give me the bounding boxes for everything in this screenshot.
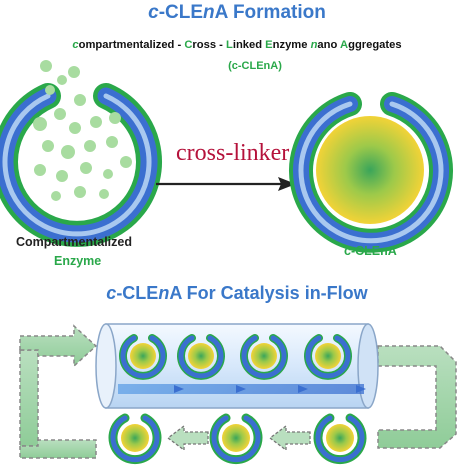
bottom-title-prefix: c — [106, 283, 117, 303]
subtitle-word-6: ggregates — [348, 39, 402, 51]
top-title-italic: n — [203, 2, 215, 23]
subtitle-word-3: inked — [232, 39, 266, 51]
crosslinker-label: cross-linker — [176, 140, 290, 166]
subtitle-letter-L: L — [226, 39, 233, 51]
bottom-title: c-CLEnA For Catalysis in-Flow — [0, 283, 474, 304]
top-title-suffix: A Formation — [214, 2, 326, 23]
return-arrow-2 — [268, 424, 311, 452]
tube-capsule-3 — [240, 334, 288, 380]
bottom-title-italic: n — [158, 283, 170, 303]
subtitle-word-4: nzyme — [272, 39, 311, 51]
return-flow-arrows — [19, 324, 457, 459]
tube-capsule-4 — [304, 334, 352, 380]
return-capsule-1 — [108, 413, 162, 465]
subtitle-letter-E: E — [265, 39, 273, 51]
compartment-left — [0, 83, 162, 247]
subtitle-abbr: (c-CLEnA) — [228, 60, 282, 72]
compartment-right — [289, 92, 453, 253]
top-title-main: -CLE — [158, 2, 204, 23]
right-label: c-CLEnA — [344, 244, 397, 258]
tube-capsule-1 — [119, 334, 167, 380]
subtitle-word-2: ross - — [192, 39, 226, 51]
enzyme-dots — [33, 60, 132, 201]
bottom-title-suffix: A For Catalysis in-Flow — [169, 283, 368, 303]
bottom-title-main: -CLE — [116, 283, 159, 303]
subtitle-letter-n: n — [310, 39, 318, 51]
process-arrow — [156, 177, 296, 191]
left-label-line2: Enzyme — [54, 254, 102, 268]
top-title-prefix: c — [148, 2, 159, 23]
return-arrow-1 — [166, 424, 209, 452]
subtitle-letter-C: C — [184, 39, 193, 51]
return-capsule-2 — [209, 413, 263, 465]
tube-flow-arrows — [174, 385, 366, 393]
subtitle-letter-c: c — [72, 39, 79, 51]
subtitle: compartmentalized - Cross - Linked Enzym… — [0, 39, 474, 51]
return-capsule-3 — [313, 413, 367, 465]
subtitle-word-1: ompartmentalized - — [78, 39, 185, 51]
subtitle-word-5: ano — [317, 39, 341, 51]
subtitle-letter-A: A — [340, 39, 349, 51]
left-label-line1: Compartmentalized — [16, 235, 132, 249]
tube-capsule-2 — [177, 334, 225, 380]
top-title: c-CLEnA Formation — [0, 2, 474, 24]
